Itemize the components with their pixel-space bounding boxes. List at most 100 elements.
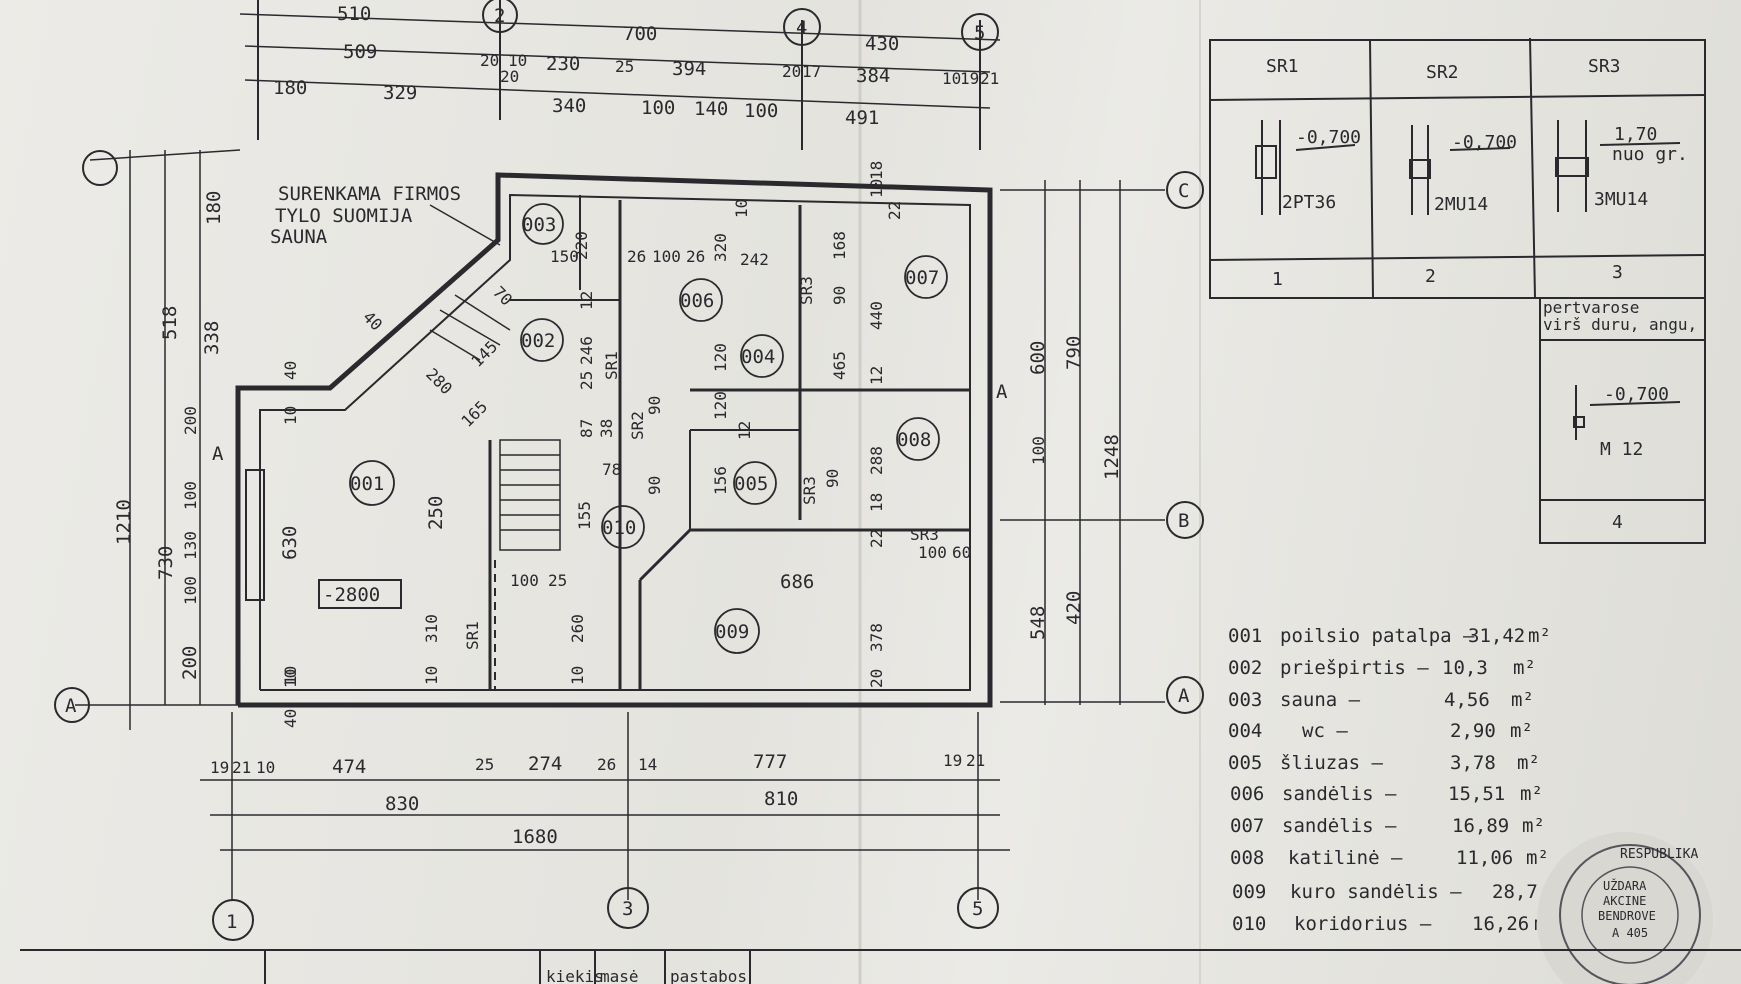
idim-465: 465 [830, 351, 849, 380]
dim-top-340: 340 [552, 95, 586, 117]
room-list-no: 010 [1232, 913, 1266, 935]
dim-right-420: 420 [1063, 591, 1085, 625]
room-009: 009 [715, 621, 749, 643]
table-level-3: 1,70 [1614, 124, 1657, 145]
room-list-name: wc – [1302, 720, 1348, 742]
dim-top-10: 10 [508, 51, 527, 70]
dim-top-10b: 10 [942, 69, 961, 88]
dim-left-180: 180 [203, 191, 225, 225]
dim-top-100: 100 [641, 97, 675, 119]
idim-26b: 26 [686, 247, 705, 266]
axis-label-5-top: 5 [974, 22, 985, 44]
room-list-unit: m² [1513, 657, 1536, 679]
idim-250: 250 [425, 496, 447, 530]
dim-bot-19b: 19 [943, 751, 962, 770]
idim-90d: 90 [823, 469, 842, 488]
dim-bot-14: 14 [638, 755, 657, 774]
dim-left-40b: 40 [281, 709, 300, 728]
idim-120b: 120 [711, 391, 730, 420]
room-list-area: 28,7 [1492, 881, 1538, 903]
room-list-no: 006 [1230, 783, 1264, 805]
room-list-unit: m² [1511, 689, 1534, 711]
idim-246: 246 [577, 336, 596, 365]
idim-242: 242 [740, 250, 769, 269]
axis-bubble-5-top [961, 13, 999, 51]
footer-col-mase: masė [600, 967, 639, 984]
idim-165: 165 [457, 397, 491, 431]
room-list-unit: m² [1526, 847, 1549, 869]
idim-12c: 12 [735, 421, 754, 440]
idim-156: 156 [711, 466, 730, 495]
dim-left-100b: 100 [181, 481, 200, 510]
axis-bubble-a [1166, 676, 1204, 714]
idim-87: 87 [577, 419, 596, 438]
dim-left-338: 338 [201, 321, 223, 355]
stamp-line-3: BENDROVE [1598, 909, 1656, 923]
table-header-sr2: SR2 [1426, 62, 1459, 83]
idim-20a: 20 [867, 669, 886, 688]
axis-label-a-left: A [65, 695, 77, 717]
axis-bubble-c [1166, 171, 1204, 209]
room-list-no: 005 [1228, 752, 1262, 774]
section-mark-a-right: A [996, 381, 1008, 403]
axis-label-4: 4 [796, 17, 807, 39]
level-mark: -2800 [323, 584, 380, 606]
idim-440: 440 [867, 301, 886, 330]
dim-left-518: 518 [159, 306, 181, 340]
idim-22: 22 [867, 529, 886, 548]
room-list-unit: m² [1522, 815, 1545, 837]
dim-bot-474: 474 [332, 756, 366, 778]
room-list-no: 009 [1232, 881, 1266, 903]
table-level-3b: nuo gr. [1612, 144, 1688, 165]
room-list-name: sandėlis – [1282, 815, 1397, 837]
room-006: 006 [680, 290, 714, 312]
room-list-no: 008 [1230, 847, 1264, 869]
note-line-3: SAUNA [270, 226, 328, 248]
idim-10a: 10 [422, 666, 441, 685]
idim-60: 60 [952, 543, 971, 562]
idim-90c: 90 [645, 396, 664, 415]
room-list-name: katilinė – [1288, 847, 1403, 869]
idim-10c: 10 [281, 669, 300, 688]
dim-bot-19: 19 [210, 758, 229, 777]
dim-top-19: 19 [960, 69, 979, 88]
room-list-unit: m² [1510, 720, 1533, 742]
sr-label-sr1b: SR1 [602, 351, 621, 380]
room-004: 004 [741, 346, 775, 368]
idim-18: 18 [867, 493, 886, 512]
room-007: 007 [905, 267, 939, 289]
room-list-name: kuro sandėlis – [1290, 881, 1462, 903]
dim-bot-274: 274 [528, 753, 562, 775]
idim-78: 78 [602, 460, 621, 479]
room-list-no: 003 [1228, 689, 1262, 711]
idim-38: 38 [597, 419, 616, 438]
table-type-1: 2PT36 [1282, 192, 1336, 213]
dim-bot-777: 777 [753, 751, 787, 773]
idim-288: 288 [867, 446, 886, 475]
idim-12b: 12 [867, 366, 886, 385]
table-num-1: 1 [1272, 269, 1283, 290]
axis-bubble-c-left [82, 150, 118, 186]
lintel-table [1209, 37, 1706, 544]
sr-label-sr3a: SR3 [797, 276, 816, 305]
idim-12a: 12 [577, 291, 596, 310]
room-list-unit: m² [1517, 752, 1540, 774]
table-extra-type: M 12 [1600, 439, 1643, 460]
axis-label-a: A [1178, 685, 1190, 707]
table-level-1: -0,700 [1296, 127, 1361, 148]
dim-left-200b: 200 [181, 406, 200, 435]
dim-top-700: 700 [623, 23, 657, 45]
room-list-name: priešpirtis – [1280, 657, 1429, 679]
room-list-name: sandėlis – [1282, 783, 1397, 805]
room-list-no: 001 [1228, 625, 1262, 647]
idim-18b: 18 [867, 161, 886, 180]
section-mark-a-left: A [212, 443, 224, 465]
room-002: 002 [521, 330, 555, 352]
dim-top-491: 491 [845, 107, 879, 129]
idim-686: 686 [780, 571, 814, 593]
stamp-line-2: AKCINE [1603, 894, 1646, 908]
room-list-area: 3,78 [1450, 752, 1496, 774]
dim-top-510: 510 [337, 3, 371, 25]
idim-100b: 100 [510, 571, 539, 590]
